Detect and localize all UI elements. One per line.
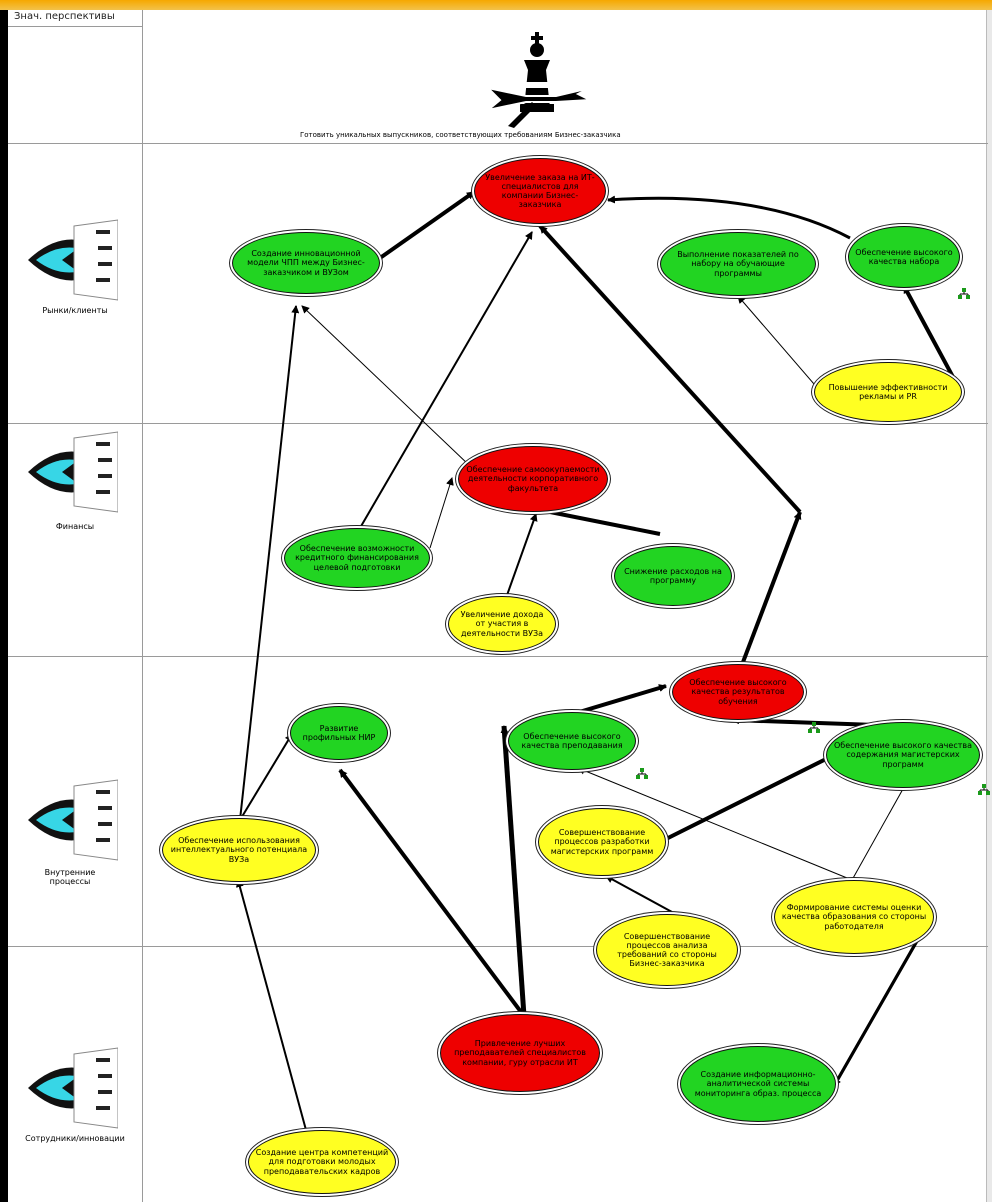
network-icon[interactable] bbox=[978, 784, 990, 796]
goal-teaching-quality[interactable]: Обеспечение высокого качества преподаван… bbox=[508, 712, 636, 770]
perspective-label: Внутренние процессы bbox=[44, 868, 96, 886]
eye-icon bbox=[28, 779, 118, 861]
goal-it-orders[interactable]: Увеличение заказа на ИТ-специалистов для… bbox=[474, 158, 606, 224]
goal-self-sufficiency[interactable]: Обеспечение самоокупаемости деятельности… bbox=[458, 446, 608, 512]
perspective-label-finance: Финансы bbox=[8, 522, 142, 531]
column-divider bbox=[142, 10, 143, 1202]
goal-competence-center[interactable]: Создание центра компетенций для подготов… bbox=[248, 1130, 396, 1194]
network-icon[interactable] bbox=[958, 288, 970, 300]
link bbox=[529, 505, 661, 536]
left-border bbox=[0, 10, 8, 1202]
goal-monitoring-system[interactable]: Создание информационно-аналитической сис… bbox=[680, 1046, 836, 1122]
perspective-column-header: Знач. перспективы bbox=[14, 11, 115, 22]
link bbox=[239, 305, 300, 821]
network-icon[interactable] bbox=[636, 768, 648, 780]
perspective-label: Сотрудники/инновации bbox=[25, 1134, 125, 1143]
link bbox=[737, 295, 815, 385]
link bbox=[565, 684, 667, 718]
link bbox=[538, 224, 802, 514]
link bbox=[338, 768, 526, 1018]
perspective-label: Финансы bbox=[55, 522, 95, 531]
header-divider bbox=[8, 26, 142, 27]
goal-enrollment-targets[interactable]: Выполнение показателей по набору на обуч… bbox=[660, 232, 816, 296]
link bbox=[239, 733, 293, 821]
link bbox=[851, 779, 909, 881]
link bbox=[663, 754, 833, 842]
eye-icon bbox=[28, 219, 118, 301]
network-icon[interactable] bbox=[808, 722, 820, 734]
chess-king-icon bbox=[484, 32, 594, 128]
link bbox=[832, 917, 932, 1087]
link bbox=[605, 875, 673, 913]
link bbox=[235, 879, 307, 1131]
link bbox=[500, 725, 527, 1017]
row-divider bbox=[8, 423, 988, 424]
goal-income-growth[interactable]: Увеличение дохода от участия в деятельно… bbox=[448, 596, 556, 652]
goal-research[interactable]: Развитие профильных НИР bbox=[290, 706, 388, 760]
goal-requirements-analysis[interactable]: Совершенствование процессов анализа треб… bbox=[596, 914, 738, 986]
goal-pr-efficiency[interactable]: Повышение эффективности рекламы и PR bbox=[814, 362, 962, 422]
mission-statement: Готовить уникальных выпускников, соответ… bbox=[300, 131, 621, 139]
row-divider bbox=[8, 656, 988, 657]
perspective-label-internal: Внутренние процессы bbox=[40, 868, 100, 886]
goal-innovation-model[interactable]: Создание инновационной модели ЧПП между … bbox=[232, 232, 380, 294]
row-divider bbox=[8, 946, 988, 947]
right-scrollbar[interactable] bbox=[986, 10, 992, 1202]
eye-icon bbox=[28, 431, 118, 513]
link bbox=[378, 190, 476, 260]
link bbox=[359, 231, 533, 529]
link bbox=[301, 305, 471, 467]
link bbox=[577, 766, 853, 881]
row-divider bbox=[8, 143, 988, 144]
goal-learning-quality[interactable]: Обеспечение высокого качества результато… bbox=[672, 664, 804, 720]
perspective-label-people: Сотрудники/инновации bbox=[8, 1134, 142, 1143]
goal-intellectual-potential[interactable]: Обеспечение использования интеллектуальн… bbox=[162, 818, 316, 882]
link bbox=[429, 477, 454, 549]
goal-enrollment-quality[interactable]: Обеспечение высокого качества набора bbox=[848, 226, 960, 288]
eye-icon bbox=[28, 1047, 118, 1129]
goal-credit-financing[interactable]: Обеспечение возможности кредитного финан… bbox=[284, 528, 430, 588]
goal-program-development[interactable]: Совершенствование процессов разработки м… bbox=[538, 808, 666, 876]
perspective-label: Рынки/клиенты bbox=[42, 306, 108, 315]
goal-cost-reduction[interactable]: Снижение расходов на программу bbox=[614, 546, 732, 606]
window-top-bar bbox=[0, 0, 992, 10]
perspective-label-customers: Рынки/клиенты bbox=[8, 306, 142, 315]
link bbox=[505, 513, 538, 599]
goal-best-teachers[interactable]: Привлечение лучших преподавателей специа… bbox=[440, 1014, 600, 1092]
link bbox=[738, 511, 802, 671]
link bbox=[607, 195, 851, 240]
goal-program-content[interactable]: Обеспечение высокого качества содержания… bbox=[826, 722, 980, 788]
goal-employer-assessment[interactable]: Формирование системы оценки качества обр… bbox=[774, 880, 934, 954]
link bbox=[902, 285, 962, 391]
